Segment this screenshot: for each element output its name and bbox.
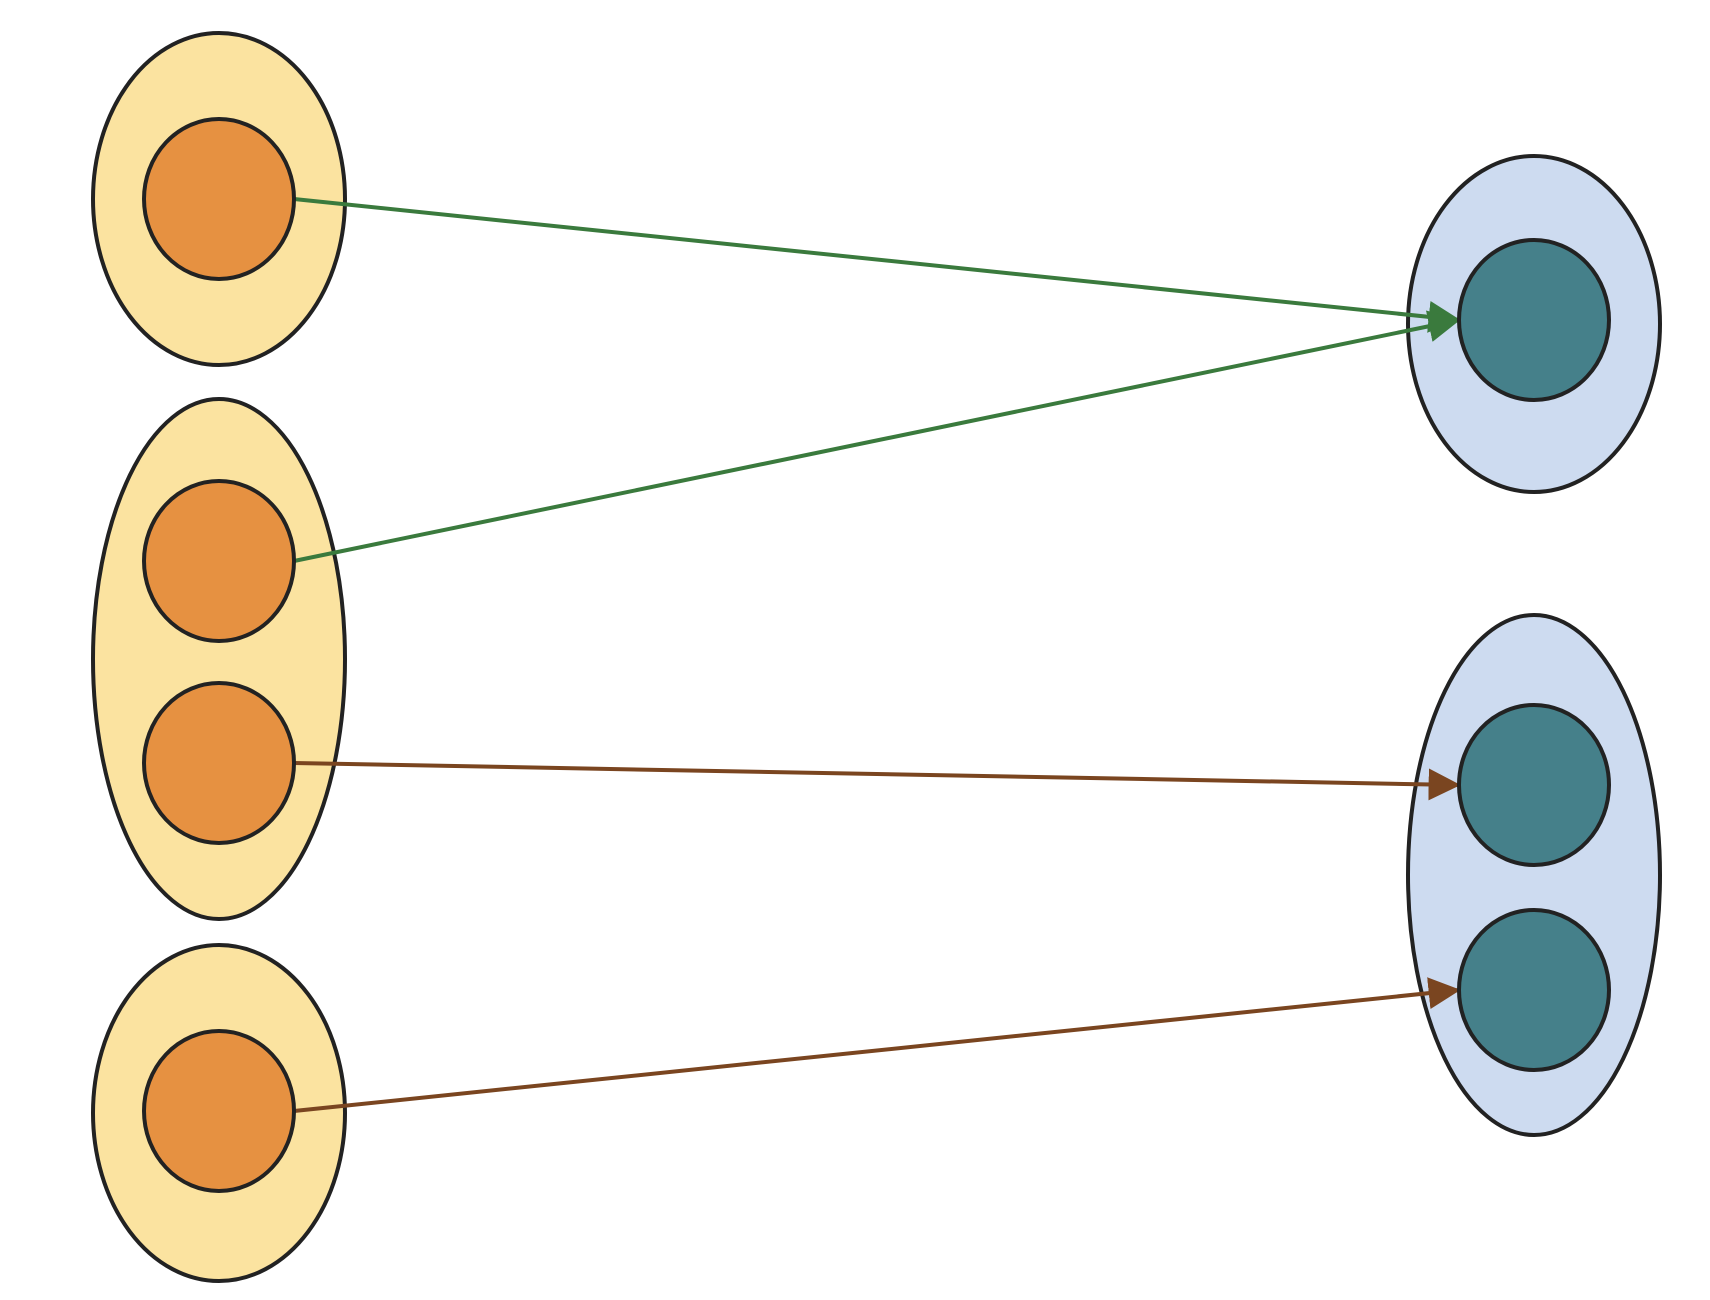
domain-node-a2 [142, 479, 296, 643]
edge-a3-to-b2 [293, 761, 1461, 801]
codomain-node-b1 [1457, 238, 1611, 402]
edge-a2-to-b1 [293, 310, 1461, 563]
edge-a1-to-b1 [293, 197, 1461, 333]
groups-layer [91, 31, 1662, 1283]
nodes-layer [142, 117, 1611, 1193]
codomain-node-b2 [1457, 703, 1611, 867]
codomain-node-b3 [1457, 908, 1611, 1072]
edge-a4-to-b3 [293, 977, 1461, 1113]
domain-node-a1 [142, 117, 296, 281]
domain-node-a4 [142, 1029, 296, 1193]
domain-node-a3 [142, 681, 296, 845]
edges-layer [293, 197, 1461, 1113]
